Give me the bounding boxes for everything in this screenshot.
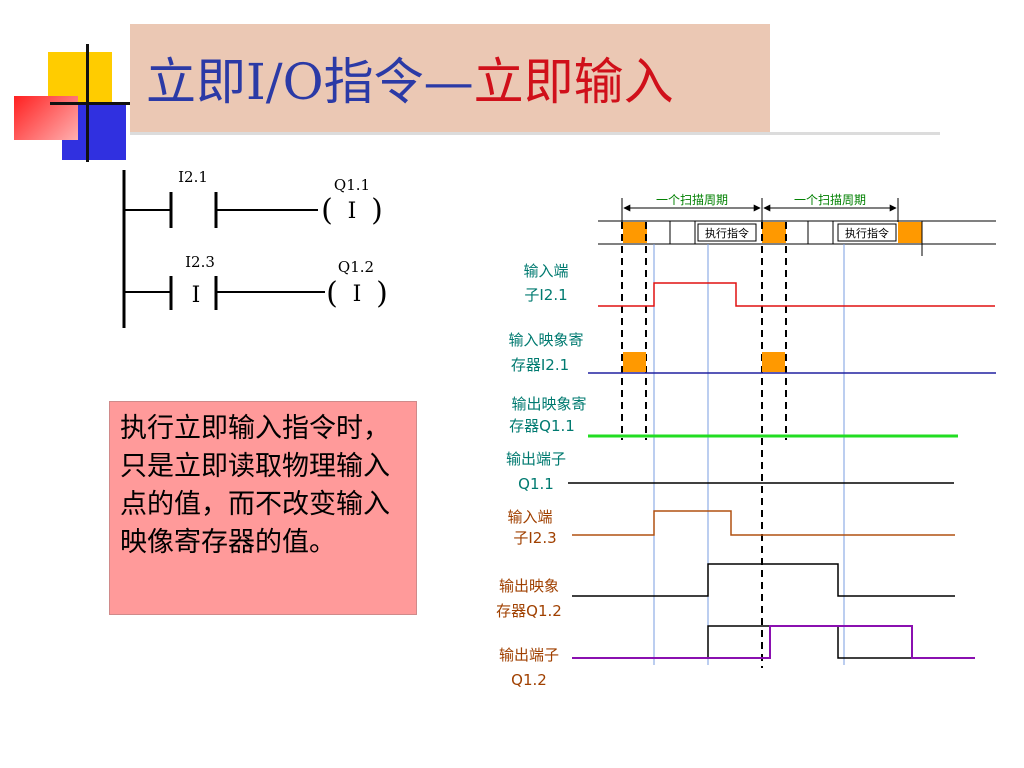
scan-input-block-1 <box>623 222 647 243</box>
exec-box-1 <box>697 223 757 242</box>
signal-output-q12-purple <box>572 625 975 659</box>
signal-image-q12 <box>572 563 955 597</box>
rung2-coil-left-paren: ( <box>326 276 338 311</box>
signal-label-line1: 输入端 <box>507 508 552 526</box>
title-main: 立即I/O指令— <box>146 53 474 111</box>
rung1-coil-mark: I <box>348 199 357 224</box>
signal-label-line2: Q1.2 <box>511 671 547 689</box>
slide-title: 立即I/O指令—立即输入 <box>130 24 770 132</box>
scan-label-1: 一个扫描周期 <box>656 193 728 207</box>
exec-label-2: 执行指令 <box>845 226 889 240</box>
signal-label-line1: 输出映象寄 <box>511 395 586 413</box>
signal-label-line2: Q1.1 <box>518 475 554 493</box>
title-underline <box>130 132 940 135</box>
signal-label-line2: 子I2.1 <box>524 286 567 304</box>
signal-label-line1: 输出映象 <box>499 577 559 595</box>
scan-input-block-2 <box>762 222 786 243</box>
scan-label-2: 一个扫描周期 <box>794 193 866 207</box>
rung2-contact-mark: I <box>192 283 201 308</box>
exec-box-2 <box>837 223 897 242</box>
signal-label-line1: 输入映象寄 <box>508 331 583 349</box>
scan-input-block-3 <box>898 222 922 243</box>
rung1-coil-label: Q1.1 <box>334 176 370 194</box>
explanation-box: 执行立即输入指令时，只是立即读取物理输入点的值，而不改变输入映像寄存器的值。 <box>109 401 417 615</box>
rung2-coil-right-paren: ) <box>376 276 388 311</box>
rung2-coil-mark: I <box>353 282 362 307</box>
signal-label-line2: 子I2.3 <box>513 529 556 547</box>
image-i21-read-2 <box>762 352 785 372</box>
signal-label-line1: 输入端 <box>523 262 568 280</box>
signal-label-line2: 存器Q1.1 <box>509 417 575 435</box>
signal-input-i23 <box>572 510 955 536</box>
rung1-coil-left-paren: ( <box>321 193 333 228</box>
title-highlight: 立即输入 <box>473 53 674 111</box>
signal-input-i21 <box>598 282 995 307</box>
exec-label-1: 执行指令 <box>705 226 749 240</box>
signal-label-line2: 存器I2.1 <box>511 356 569 374</box>
signal-label-line2: 存器Q1.2 <box>496 602 562 620</box>
signal-label-line1: 输出端子 <box>499 646 559 664</box>
deco-horizontal-line <box>50 102 130 105</box>
image-i21-read-1 <box>623 352 646 372</box>
rung2-coil-label: Q1.2 <box>338 258 374 276</box>
signal-label-line1: 输出端子 <box>506 450 566 468</box>
signal-output-q12-black <box>572 625 955 659</box>
rung1-contact-label: I2.1 <box>178 168 208 186</box>
rung2-contact-label: I2.3 <box>185 253 215 271</box>
rung1-coil-right-paren: ) <box>371 193 383 228</box>
